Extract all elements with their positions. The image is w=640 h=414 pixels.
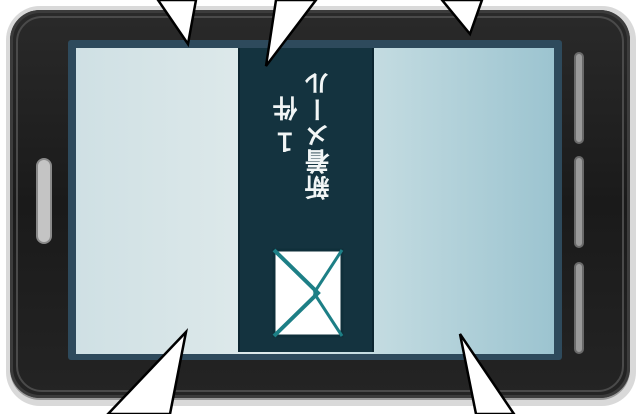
- side-button-top[interactable]: [574, 52, 584, 144]
- mark-bottom-left: [106, 328, 189, 414]
- side-button-bottom[interactable]: [574, 262, 584, 354]
- mark-top-center: [264, 0, 318, 67]
- mark-top-right: [440, 0, 484, 37]
- mark-top-left: [156, 0, 198, 48]
- phone-rim: [16, 16, 624, 392]
- envelope-icon: [272, 248, 344, 338]
- mark-bottom-right: [458, 333, 516, 414]
- side-button-middle[interactable]: [574, 156, 584, 248]
- speaker-slot: [36, 158, 52, 244]
